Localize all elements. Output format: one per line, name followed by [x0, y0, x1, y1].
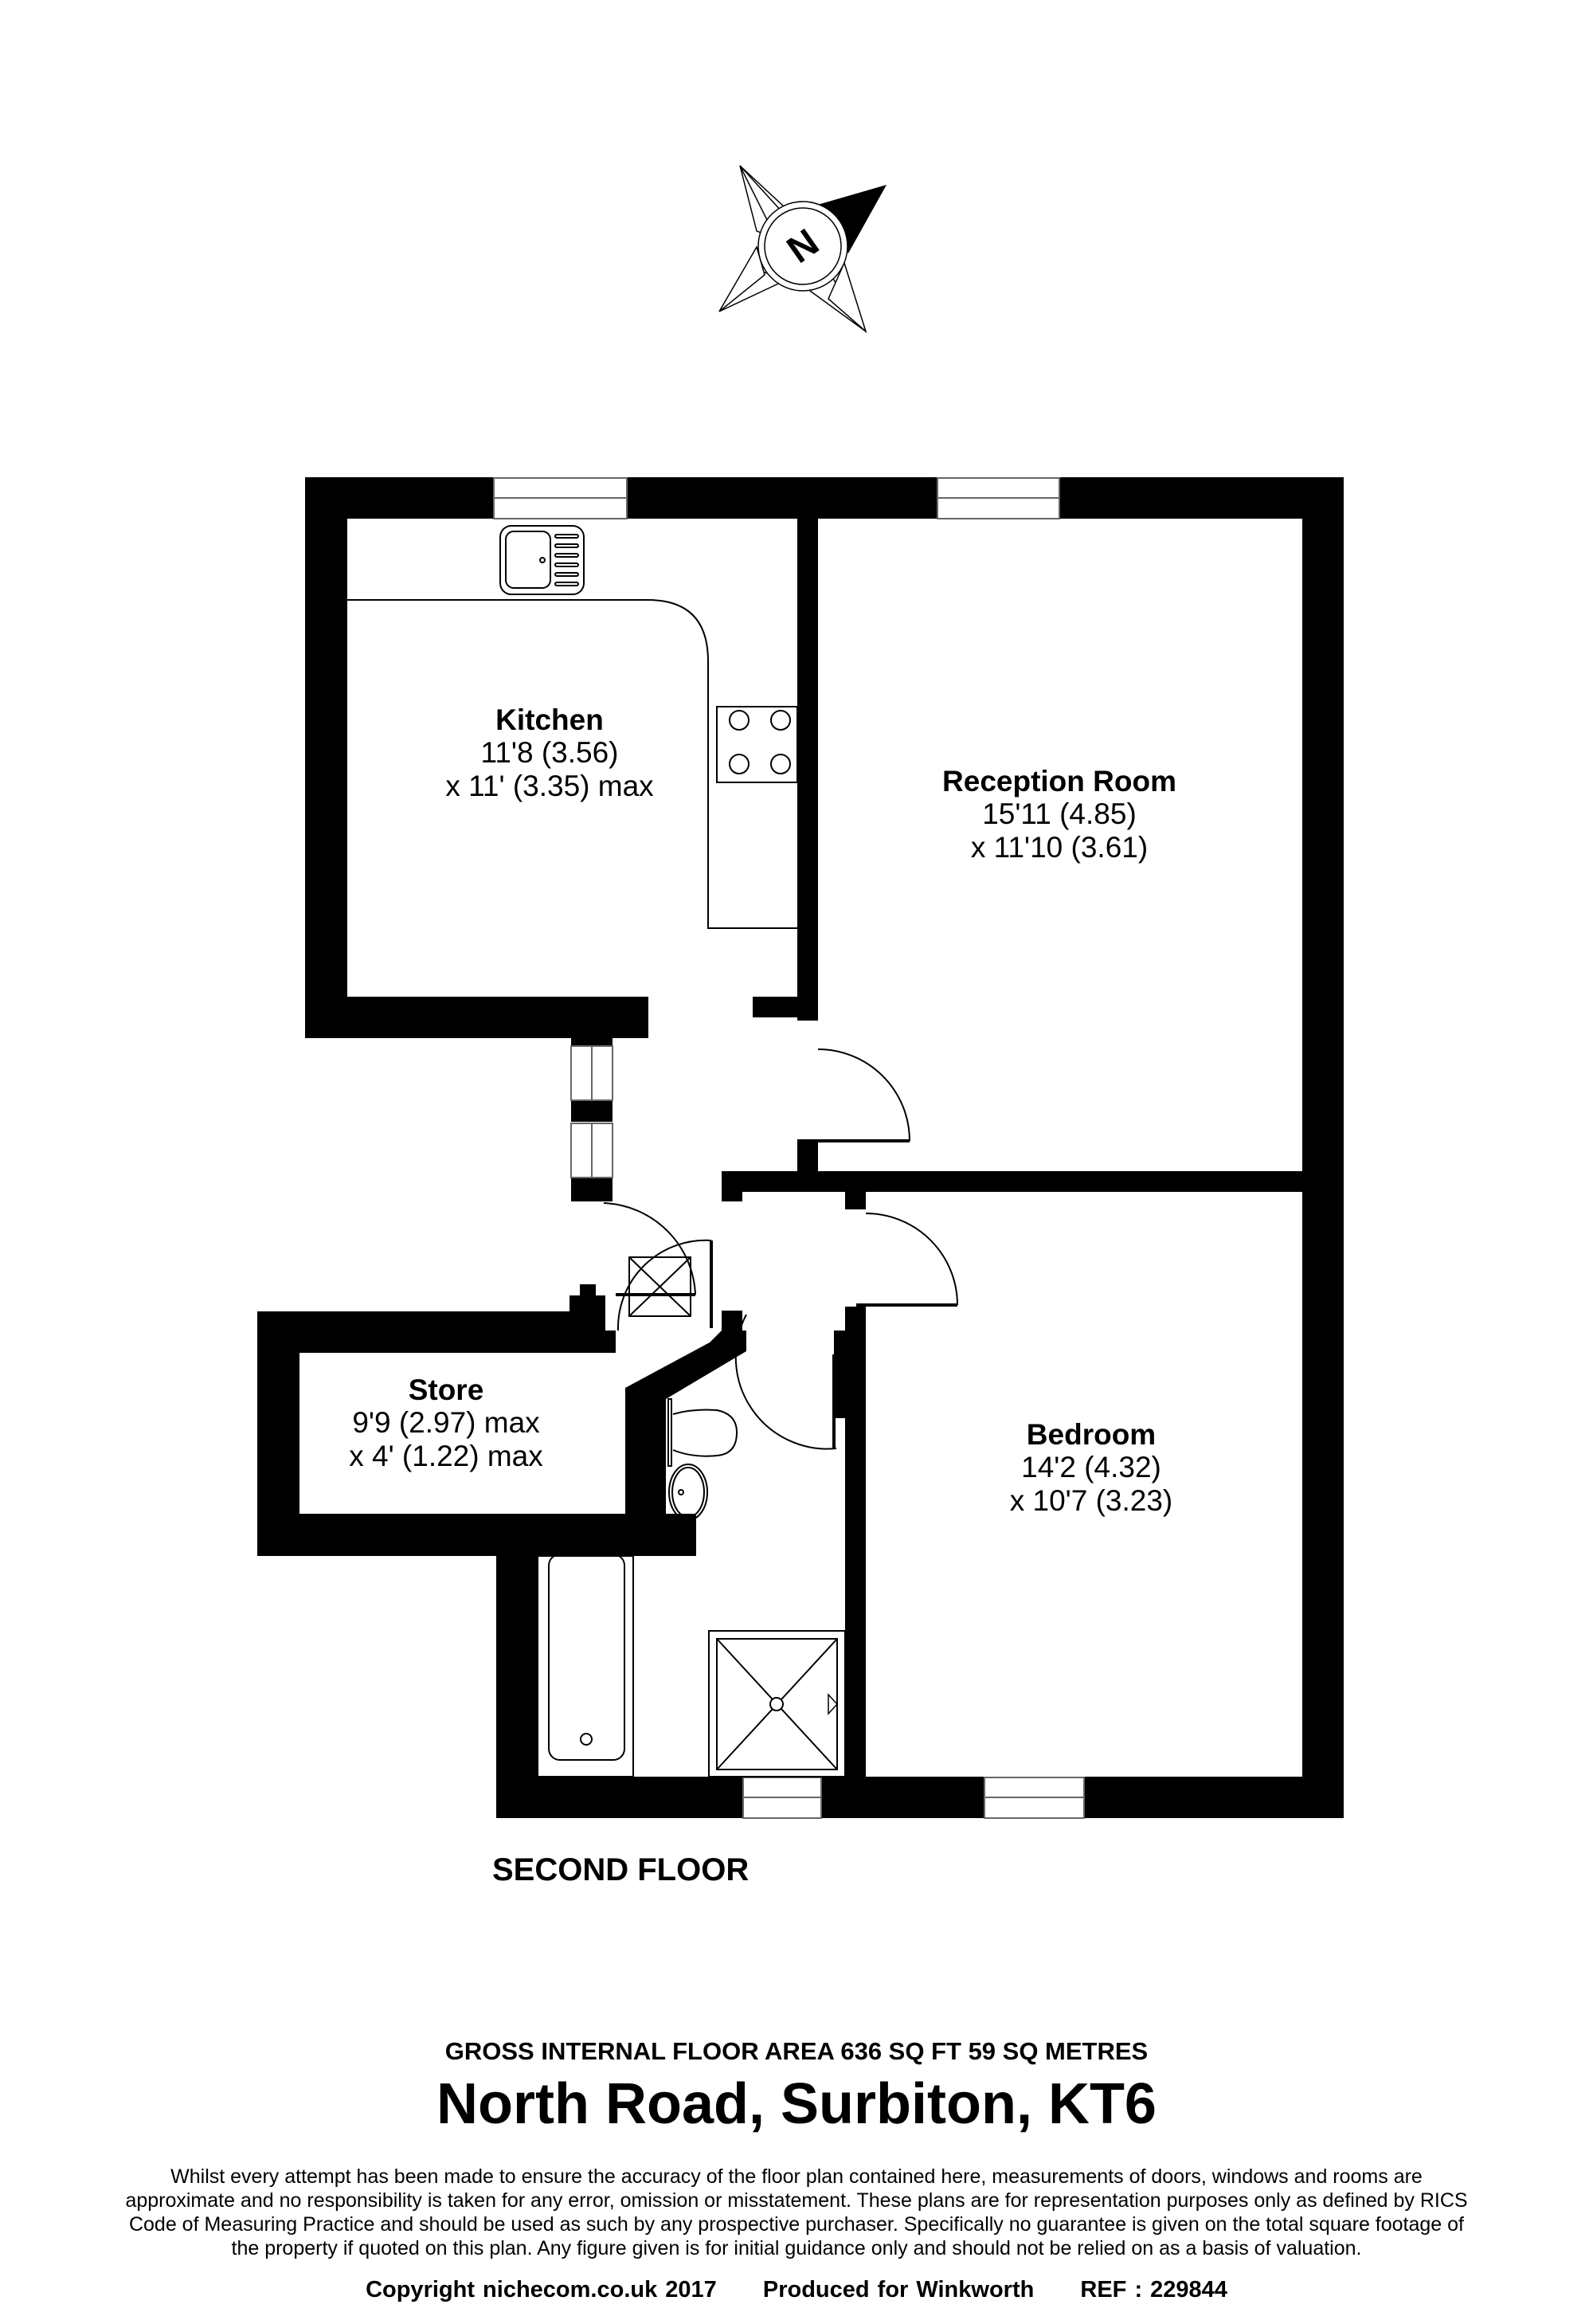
room-name: Bedroom — [1026, 1418, 1157, 1451]
floor-label: SECOND FLOOR — [492, 1852, 750, 1887]
bedroom-window — [984, 1777, 1085, 1819]
room-name: Kitchen — [495, 703, 604, 736]
hall-window — [570, 1045, 613, 1178]
cupboard-door — [616, 1239, 713, 1331]
wash-basin-icon — [668, 1464, 708, 1521]
room-dimension: 9'9 (2.97) max — [352, 1406, 540, 1440]
bathroom-door — [734, 1314, 837, 1450]
bath-icon — [537, 1554, 634, 1777]
bathroom-window — [742, 1777, 822, 1819]
disclaimer: Whilst every attempt has been made to en… — [88, 2165, 1505, 2260]
room-dimension: 11'8 (3.56) — [480, 736, 619, 770]
room-dimension: 15'11 (4.85) — [982, 798, 1137, 831]
produced-for: Produced for Winkworth — [762, 2277, 1035, 2302]
credits: Copyright nichecom.co.uk 2017 Produced f… — [0, 2277, 1593, 2303]
room-dimension: x 11' (3.35) max — [445, 769, 654, 802]
bedroom-door — [856, 1213, 958, 1307]
disclaimer-line: the property if quoted on this plan. Any… — [231, 2237, 1362, 2259]
disclaimer-line: Whilst every attempt has been made to en… — [170, 2165, 1423, 2188]
kitchen-window — [493, 477, 628, 519]
walls — [257, 477, 1344, 1818]
disclaimer-line: approximate and no responsibility is tak… — [125, 2189, 1468, 2212]
reception-door — [810, 1048, 910, 1142]
toilet-icon — [667, 1398, 738, 1467]
room-label-bedroom: Bedroom 14'2 (4.32) x 10'7 (3.23) — [924, 1418, 1258, 1517]
disclaimer-line: Code of Measuring Practice and should be… — [128, 2213, 1465, 2236]
room-label-store: Store 9'9 (2.97) max x 4' (1.22) max — [303, 1374, 589, 1472]
room-dimension: x 10'7 (3.23) — [1009, 1483, 1173, 1517]
room-dimension: 14'2 (4.32) — [1021, 1451, 1161, 1484]
reference: REF : 229844 — [1080, 2277, 1227, 2302]
copyright: Copyright nichecom.co.uk 2017 — [366, 2277, 717, 2302]
room-name: Reception Room — [942, 765, 1176, 798]
room-dimension: x 11'10 (3.61) — [970, 830, 1149, 864]
room-dimension: x 4' (1.22) max — [349, 1439, 543, 1472]
north-arrow-compass-icon: N — [718, 165, 887, 334]
gross-internal-area: GROSS INTERNAL FLOOR AREA 636 SQ FT 59 S… — [444, 2037, 1149, 2065]
room-name: Store — [408, 1374, 484, 1406]
room-label-reception: Reception Room 15'11 (4.85) x 11'10 (3.6… — [884, 765, 1235, 864]
room-label-kitchen: Kitchen 11'8 (3.56) x 11' (3.35) max — [382, 703, 717, 802]
cupboard-icon — [628, 1256, 691, 1317]
reception-window — [937, 477, 1060, 519]
kitchen-worktop — [347, 599, 797, 929]
shower-tray-icon — [708, 1630, 846, 1777]
property-address: North Road, Surbiton, KT6 — [436, 2072, 1157, 2136]
hall-entrance-door — [603, 1202, 696, 1296]
windows — [493, 477, 1085, 1819]
sink-drainer-icon — [499, 525, 585, 595]
hob-icon — [716, 706, 798, 783]
